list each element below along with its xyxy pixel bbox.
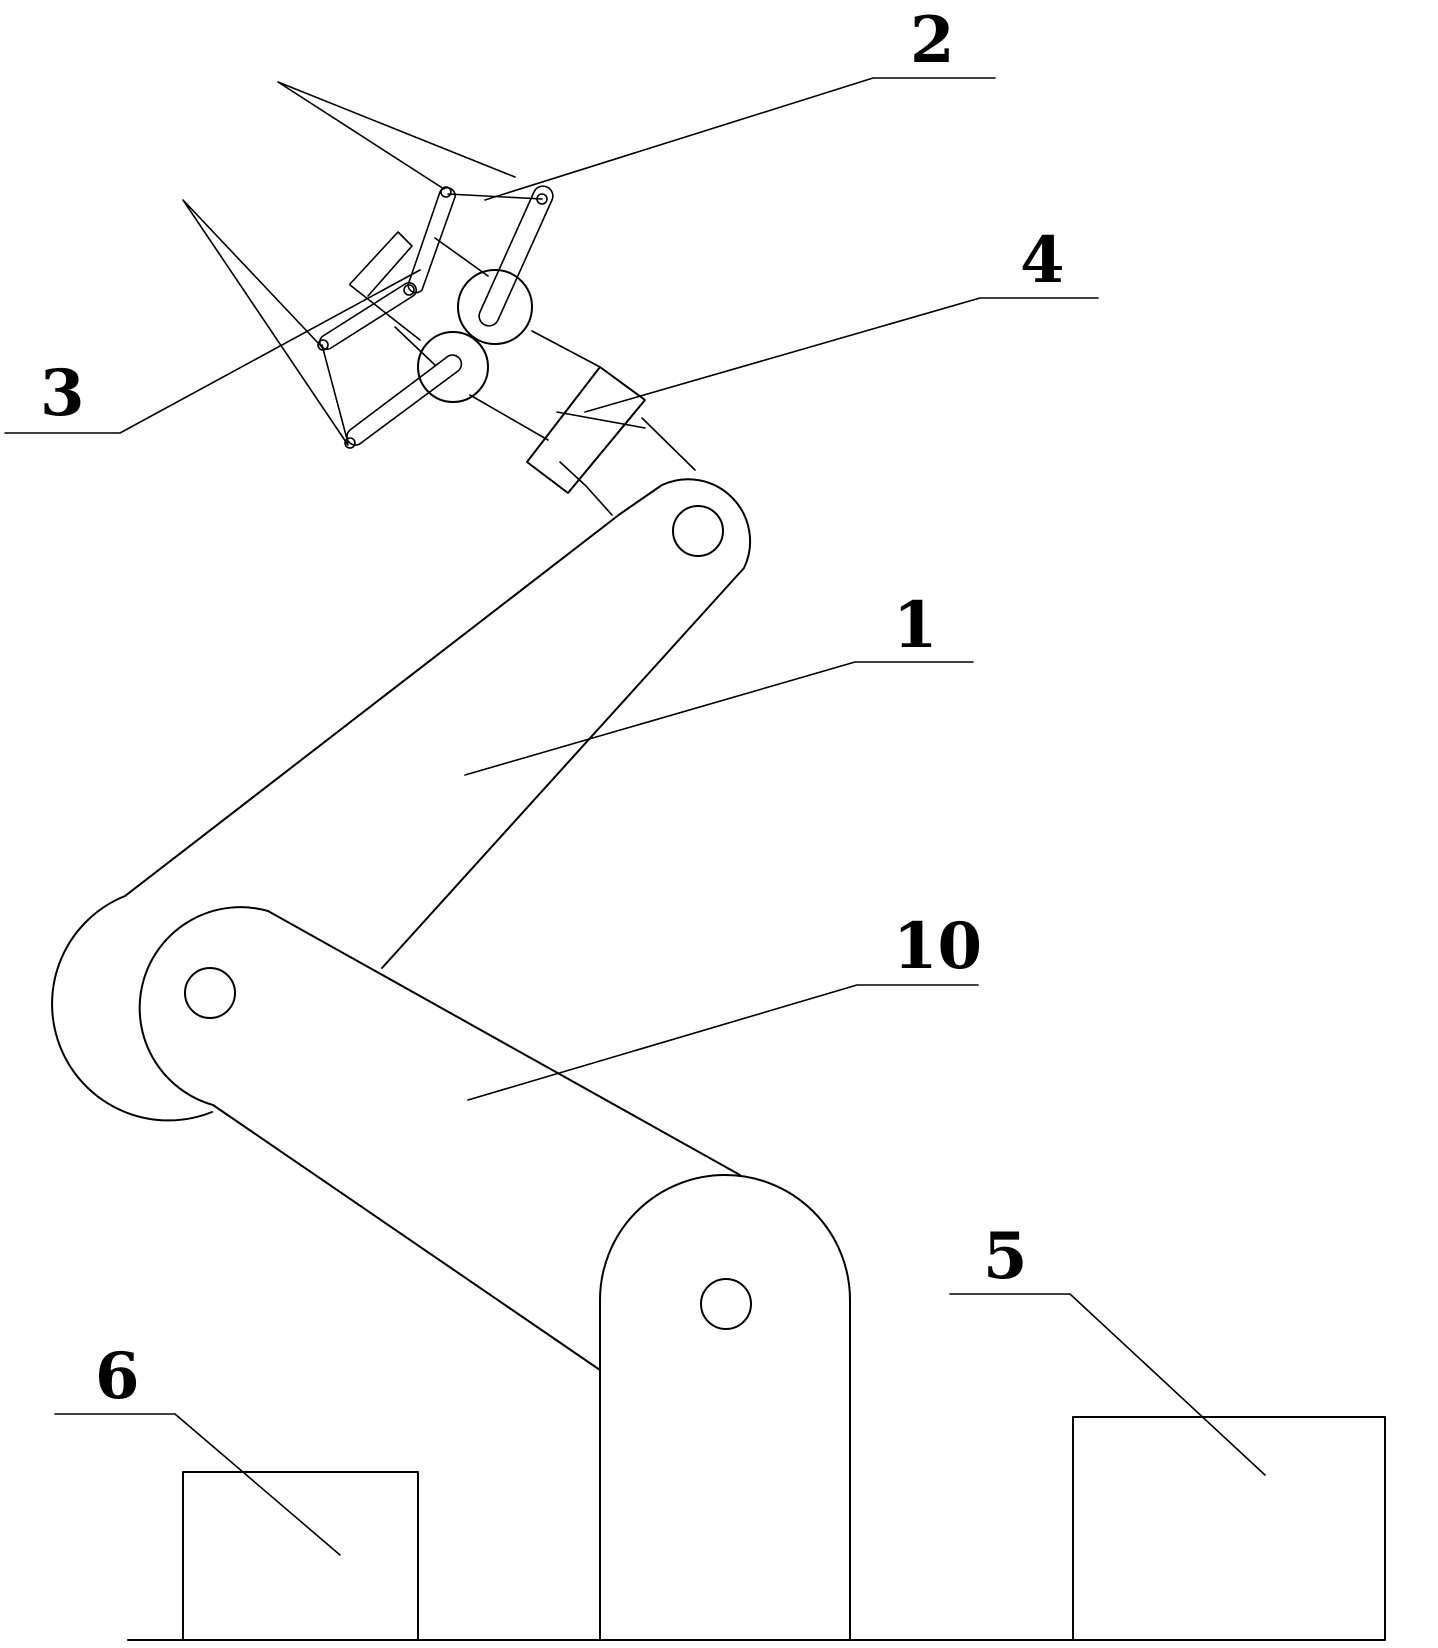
upper-gripper-finger-left — [407, 186, 456, 294]
upper-gripper-joint — [457, 269, 533, 345]
leader-line-2 — [484, 77, 996, 201]
wrist-neck — [559, 461, 613, 516]
gripper-frame-top — [434, 237, 489, 277]
arm-pivot-pin — [672, 505, 724, 557]
base-pillar — [599, 1174, 851, 1641]
label-6: 6 — [95, 1339, 140, 1414]
lower-gripper-pin-upper — [317, 339, 329, 351]
gripper-frame-low — [394, 326, 436, 366]
upper-gripper-pin-right — [536, 193, 548, 205]
label-10: 10 — [893, 909, 982, 984]
leader-line-1 — [464, 661, 974, 776]
gripper-frame-mid — [349, 284, 421, 341]
leader-line-5 — [949, 1293, 1266, 1476]
upper-gripper-pin-left — [440, 186, 452, 198]
wrist-neck-right — [641, 417, 696, 471]
left-box — [182, 1471, 419, 1641]
gripper-link-upper — [531, 330, 601, 368]
boom-pivot-pin — [184, 967, 236, 1019]
lower-gripper-pin-mid — [403, 284, 415, 296]
leader-line-3 — [4, 269, 421, 434]
lower-gripper-jaw-link — [321, 344, 349, 444]
leader-line-4 — [584, 297, 1099, 413]
wrist-joint-block — [526, 366, 646, 494]
label-2: 2 — [910, 3, 955, 78]
lower-gripper-joint — [417, 331, 489, 403]
lower-gripper-pin-lower — [344, 437, 356, 449]
base-pivot-pin — [700, 1278, 752, 1330]
upper-gripper-jaws — [277, 81, 516, 190]
upper-gripper-finger-right — [478, 185, 554, 327]
lower-gripper-arm-bracket — [349, 231, 413, 297]
lower-gripper-jaws — [182, 199, 349, 446]
wrist-joint-divider — [556, 411, 646, 429]
gripper-link-lower — [469, 394, 549, 441]
right-box — [1072, 1416, 1386, 1641]
leader-line-6 — [54, 1413, 341, 1556]
label-4: 4 — [1020, 223, 1065, 298]
label-1: 1 — [893, 588, 938, 663]
boom-outline — [138, 906, 741, 1371]
leader-line-10 — [467, 984, 979, 1101]
label-3: 3 — [40, 356, 85, 431]
lower-gripper-finger-lower — [346, 354, 463, 446]
arm-outline — [51, 478, 752, 1122]
label-5: 5 — [983, 1219, 1028, 1294]
